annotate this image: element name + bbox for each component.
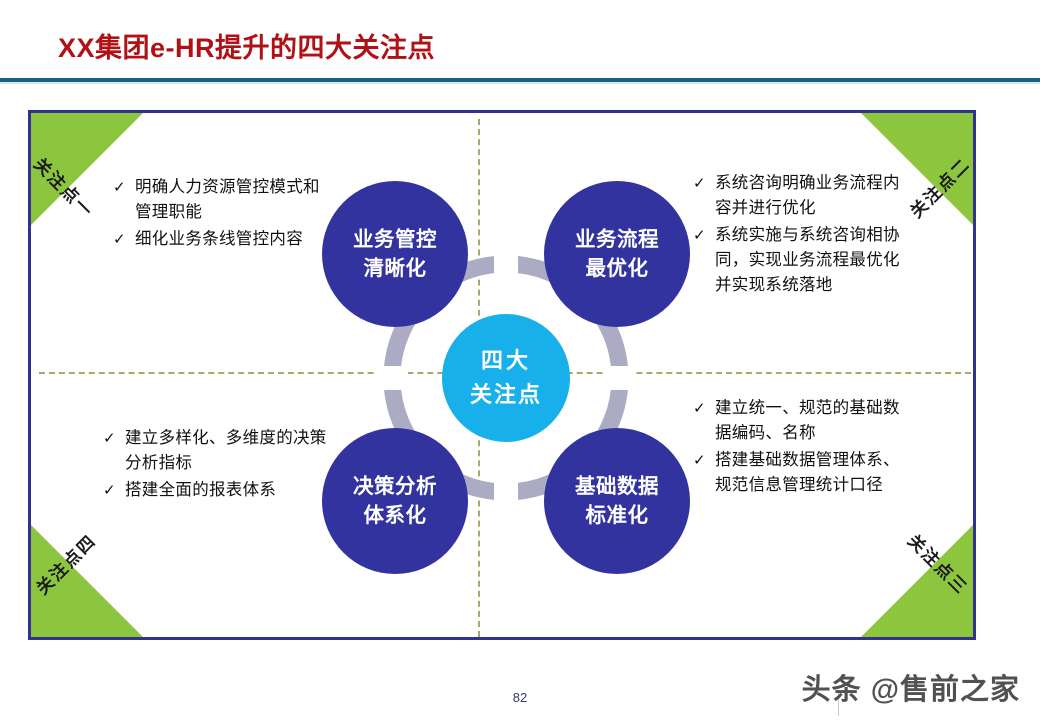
header-divider — [0, 78, 1040, 82]
header-divider-soft — [0, 82, 1040, 84]
ring-gap-right — [604, 365, 636, 390]
ring-gap-top — [494, 247, 518, 280]
focus-node-line1: 业务管控 — [353, 228, 437, 251]
list-item: ✓ 建立统一、规范的基础数据编码、名称 — [693, 396, 915, 446]
list-item-label: 明确人力资源管控模式和管理职能 — [135, 178, 320, 221]
list-item: ✓ 搭建基础数据管理体系、规范信息管理统计口径 — [693, 448, 915, 498]
watermark-tick — [838, 690, 839, 716]
watermark: 头条 @售前之家 — [801, 674, 1020, 706]
focus-node-decision-analysis[interactable]: 决策分析 体系化 — [322, 428, 468, 574]
list-item-label: 建立多样化、多维度的决策分析指标 — [125, 429, 327, 472]
ring-gap-left — [376, 365, 408, 390]
list-item-label: 建立统一、规范的基础数据编码、名称 — [715, 399, 900, 442]
check-icon: ✓ — [693, 175, 706, 192]
check-icon: ✓ — [113, 179, 126, 196]
focus-node-line2: 清晰化 — [363, 257, 427, 280]
check-icon: ✓ — [693, 400, 706, 417]
focus-node-business-control[interactable]: 业务管控 清晰化 — [322, 181, 468, 327]
corner-triangle-bottom-left — [31, 525, 143, 637]
check-icon: ✓ — [693, 227, 706, 244]
four-focus-diagram: 业务管控 清晰化 业务流程 最优化 决策分析 体系化 基础数据 标准化 四大 关… — [316, 175, 696, 580]
focus-node-line2: 标准化 — [585, 504, 649, 527]
ring-gap-bottom — [494, 475, 518, 508]
page-title: XX集团e-HR提升的四大关注点 — [58, 33, 436, 63]
check-icon: ✓ — [693, 452, 706, 469]
list-item-label: 细化业务条线管控内容 — [135, 230, 303, 248]
focus-node-data-standardization[interactable]: 基础数据 标准化 — [544, 428, 690, 574]
list-item-label: 系统实施与系统咨询相协同，实现业务流程最优化并实现系统落地 — [715, 226, 900, 294]
list-item: ✓ 系统咨询明确业务流程内容并进行优化 — [693, 171, 913, 221]
bullets-bottom-left: ✓ 建立多样化、多维度的决策分析指标 ✓ 搭建全面的报表体系 — [103, 426, 331, 505]
list-item: ✓ 系统实施与系统咨询相协同，实现业务流程最优化并实现系统落地 — [693, 223, 913, 298]
focus-node-line1: 决策分析 — [353, 475, 437, 498]
focus-hub-line2: 关注点 — [469, 381, 542, 407]
check-icon: ✓ — [103, 482, 116, 499]
focus-hub[interactable]: 四大 关注点 — [442, 313, 570, 442]
corner-triangle-top-left — [31, 113, 143, 225]
focus-hub-line1: 四大 — [480, 347, 531, 373]
list-item: ✓ 建立多样化、多维度的决策分析指标 — [103, 426, 331, 476]
corner-triangle-bottom-right — [861, 525, 973, 637]
focus-node-line1: 基础数据 — [575, 475, 659, 498]
list-item-label: 系统咨询明确业务流程内容并进行优化 — [715, 174, 900, 217]
content-panel: 关注点一 关注点二 关注点三 关注点四 ✓ 明确人力资源管控模式和管理职能 ✓ … — [28, 110, 976, 640]
list-item: ✓ 明确人力资源管控模式和管理职能 — [113, 175, 328, 225]
page-number: 82 — [512, 690, 528, 705]
focus-node-line2: 最优化 — [585, 257, 649, 280]
bullets-top-left: ✓ 明确人力资源管控模式和管理职能 ✓ 细化业务条线管控内容 — [113, 175, 328, 254]
slide-header: XX集团e-HR提升的四大关注点 — [0, 0, 1040, 86]
check-icon: ✓ — [113, 231, 126, 248]
focus-node-line1: 业务流程 — [575, 228, 659, 251]
list-item: ✓ 细化业务条线管控内容 — [113, 227, 328, 252]
list-item-label: 搭建全面的报表体系 — [125, 481, 277, 499]
focus-node-process-optimization[interactable]: 业务流程 最优化 — [544, 181, 690, 327]
corner-triangle-top-right — [861, 113, 973, 225]
list-item: ✓ 搭建全面的报表体系 — [103, 478, 331, 503]
check-icon: ✓ — [103, 430, 116, 447]
bullets-bottom-right: ✓ 建立统一、规范的基础数据编码、名称 ✓ 搭建基础数据管理体系、规范信息管理统… — [693, 396, 915, 500]
list-item-label: 搭建基础数据管理体系、规范信息管理统计口径 — [715, 451, 900, 494]
bullets-top-right: ✓ 系统咨询明确业务流程内容并进行优化 ✓ 系统实施与系统咨询相协同，实现业务流… — [693, 171, 913, 300]
focus-node-line2: 体系化 — [363, 504, 427, 527]
